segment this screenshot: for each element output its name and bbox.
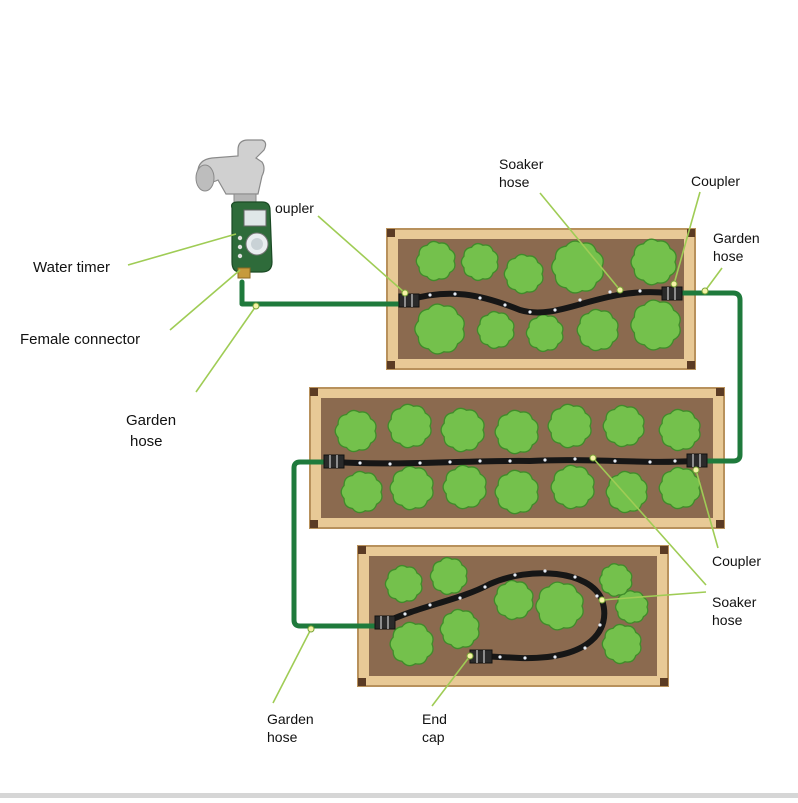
plant-14 [494,409,539,455]
plant-26 [429,556,468,596]
garden-hose [239,279,743,629]
water-timer-icon [231,201,273,279]
soaker-hose-bed2 [333,457,697,467]
leader-coupler-top-right [673,191,701,285]
plant-2 [460,242,499,282]
leader-coupler-mid-right [695,469,719,549]
label-soaker-right-line1: Soaker [712,594,757,610]
plant-12 [387,403,432,449]
label-garden-hose-right-line2: hose [713,248,744,264]
leader-lines [127,191,723,707]
leader-soaker-right-b [601,591,707,601]
plant-19 [389,465,434,511]
plant-3 [503,253,544,295]
plants [334,238,701,667]
leader-water-timer [127,233,237,266]
plant-32 [439,608,480,650]
plant-6 [414,303,465,355]
callout-dots [252,280,709,660]
label-garden-hose-left-line1: Garden [126,412,177,429]
plant-16 [602,404,645,448]
coupler-bed2-left [323,454,345,469]
plant-27 [493,579,534,621]
plant-31 [389,621,434,667]
plant-1 [415,240,456,282]
leader-garden-hose-left [195,305,257,393]
soaker-hose-bed3 [383,570,608,662]
coupler-bed3-left [374,615,396,630]
plant-11 [334,409,377,453]
plant-15 [547,403,592,449]
leader-female-connector [169,269,241,331]
label-female-connector: Female connector [20,331,141,348]
plant-4 [551,240,604,294]
label-end-cap-line1: End [422,711,447,727]
faucet-icon [195,139,267,205]
label-garden-hose-left-line2: hose [130,433,163,450]
label-coupler-top-left: oupler [275,200,314,216]
leader-soaker-top [539,192,621,291]
plant-30 [614,590,649,624]
coupler-bed1-left [398,293,420,308]
plant-9 [576,308,619,352]
label-soaker-right-line2: hose [712,612,743,628]
coupler-bed2-right [686,453,708,468]
label-garden-hose-right-line1: Garden [713,230,760,246]
leader-soaker-right-a [592,457,707,586]
plant-24 [658,466,701,510]
label-garden-hose-bottom-line2: hose [267,729,298,745]
plant-13 [440,407,485,453]
end-cap-bed3 [469,649,493,664]
coupler-bed1-right [661,286,683,301]
garden-hose-bed1-to-bed2 [675,290,743,464]
label-soaker-top-line2: hose [499,174,530,190]
label-water-timer: Water timer [33,259,110,276]
label-end-cap-line2: cap [422,729,445,745]
plant-18 [340,470,383,514]
label-coupler-top-right: Coupler [691,173,741,189]
garden-hose-timer-to-bed1 [239,279,405,307]
label-coupler-mid-right: Coupler [712,553,762,569]
plant-7 [476,310,515,350]
leader-garden-hose-right [704,267,723,292]
soaker-hose-dots [358,289,677,660]
plant-33 [601,623,642,665]
leader-end-cap [431,655,471,707]
soaker-hose [333,289,697,662]
leader-coupler-top-left [317,215,406,294]
leader-garden-hose-bottom [272,628,312,704]
label-soaker-top-line1: Soaker [499,156,544,172]
bottom-divider [0,793,798,798]
plant-28 [535,581,584,631]
plant-5 [630,238,677,286]
plant-17 [658,408,701,452]
plant-23 [605,470,648,514]
garden-hose-bed2-to-bed3 [291,459,385,629]
label-garden-hose-bottom-line1: Garden [267,711,314,727]
plant-25 [384,564,423,604]
plant-22 [550,464,595,510]
plant-10 [630,299,681,351]
plant-20 [442,464,487,510]
plant-21 [494,469,539,515]
soaker-hose-bed1 [405,289,671,316]
plant-8 [525,313,564,353]
